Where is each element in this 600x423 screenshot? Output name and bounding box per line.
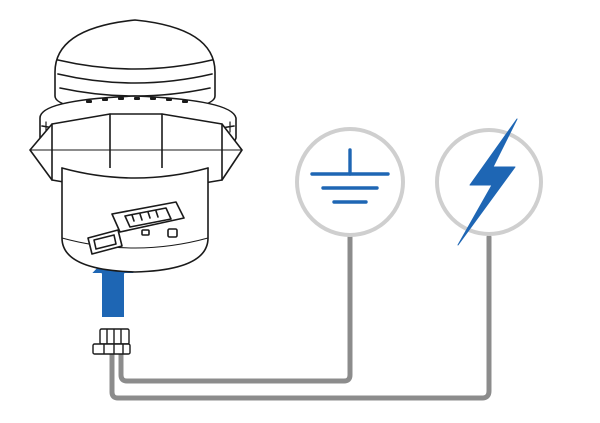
cylindrical-sensor-device-icon <box>29 19 243 273</box>
3-pin-connector-icon <box>92 328 131 355</box>
power-wire <box>109 234 492 401</box>
cables <box>109 234 492 401</box>
ground-symbol-icon <box>295 127 405 237</box>
lightning-bolt-icon <box>435 118 543 246</box>
ground-wire <box>118 234 353 384</box>
